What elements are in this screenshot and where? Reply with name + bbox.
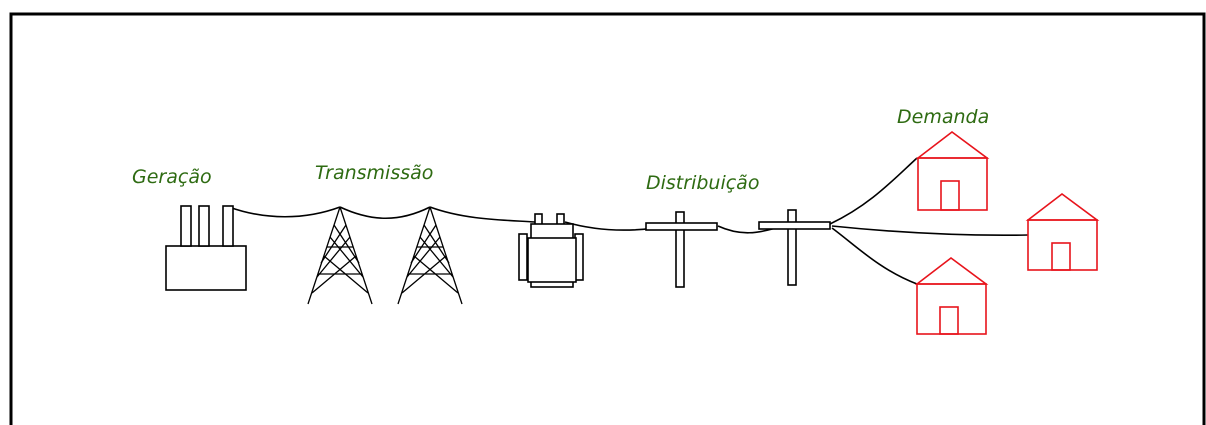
transmission-label: Transmissão	[315, 162, 434, 184]
house-icon	[914, 256, 989, 335]
house-icon	[915, 130, 990, 211]
utility-pole-icon	[645, 211, 718, 288]
transmission-tower-icon	[307, 206, 373, 305]
power-plant-icon	[165, 205, 247, 291]
transmission-tower-icon	[397, 206, 463, 305]
distribution-label: Distribuição	[646, 172, 760, 194]
frame-border	[9, 12, 1206, 425]
power-lines	[228, 157, 1029, 285]
house-icon	[1025, 192, 1100, 271]
demand-label: Demanda	[897, 106, 990, 128]
utility-pole-icon	[758, 209, 831, 286]
generation-label: Geração	[132, 166, 212, 188]
transformer-icon	[518, 213, 584, 288]
